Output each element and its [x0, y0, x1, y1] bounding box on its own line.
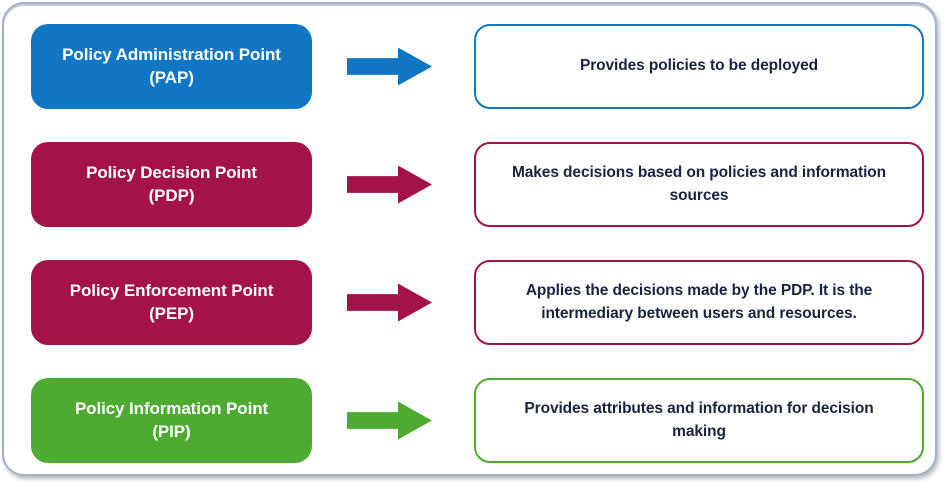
pdp-description: Makes decisions based on policies and in…: [511, 164, 887, 204]
pdp-right-arrow-icon: [347, 165, 432, 204]
pap-right-arrow-icon: [347, 47, 432, 86]
pdp-label-box: Policy Decision Point (PDP): [31, 142, 312, 227]
pip-description: Provides attributes and information for …: [524, 400, 874, 440]
row-pep: Policy Enforcement Point (PEP) Applies t…: [31, 260, 935, 345]
pep-description-box: Applies the decisions made by the PDP. I…: [474, 260, 924, 345]
pap-label-box: Policy Administration Point (PAP): [31, 24, 312, 109]
pep-description: Applies the decisions made by the PDP. I…: [525, 282, 873, 322]
diagram-frame: Policy Administration Point (PAP) Provid…: [2, 2, 937, 476]
pap-title: Policy Administration Point: [62, 44, 281, 64]
pdp-abbr: (PDP): [148, 185, 195, 205]
pep-label-box: Policy Enforcement Point (PEP): [31, 260, 312, 345]
pip-abbr: (PIP): [152, 421, 191, 441]
pip-title: Policy Information Point: [74, 398, 269, 418]
row-pdp: Policy Decision Point (PDP) Makes decisi…: [31, 142, 935, 227]
row-pap: Policy Administration Point (PAP) Provid…: [31, 24, 935, 109]
pep-abbr: (PEP): [149, 303, 194, 323]
pap-description: Provides policies to be deployed: [580, 57, 818, 75]
row-pip: Policy Information Point (PIP) Provides …: [31, 378, 935, 463]
pip-label-box: Policy Information Point (PIP): [31, 378, 312, 463]
pip-description-box: Provides attributes and information for …: [474, 378, 924, 463]
pdp-description-box: Makes decisions based on policies and in…: [474, 142, 924, 227]
pap-abbr: (PAP): [149, 67, 194, 87]
pap-description-box: Provides policies to be deployed: [474, 24, 924, 109]
pip-right-arrow-icon: [347, 401, 432, 440]
pdp-title: Policy Decision Point: [86, 162, 257, 182]
pep-right-arrow-icon: [347, 283, 432, 322]
pep-title: Policy Enforcement Point: [69, 280, 274, 300]
